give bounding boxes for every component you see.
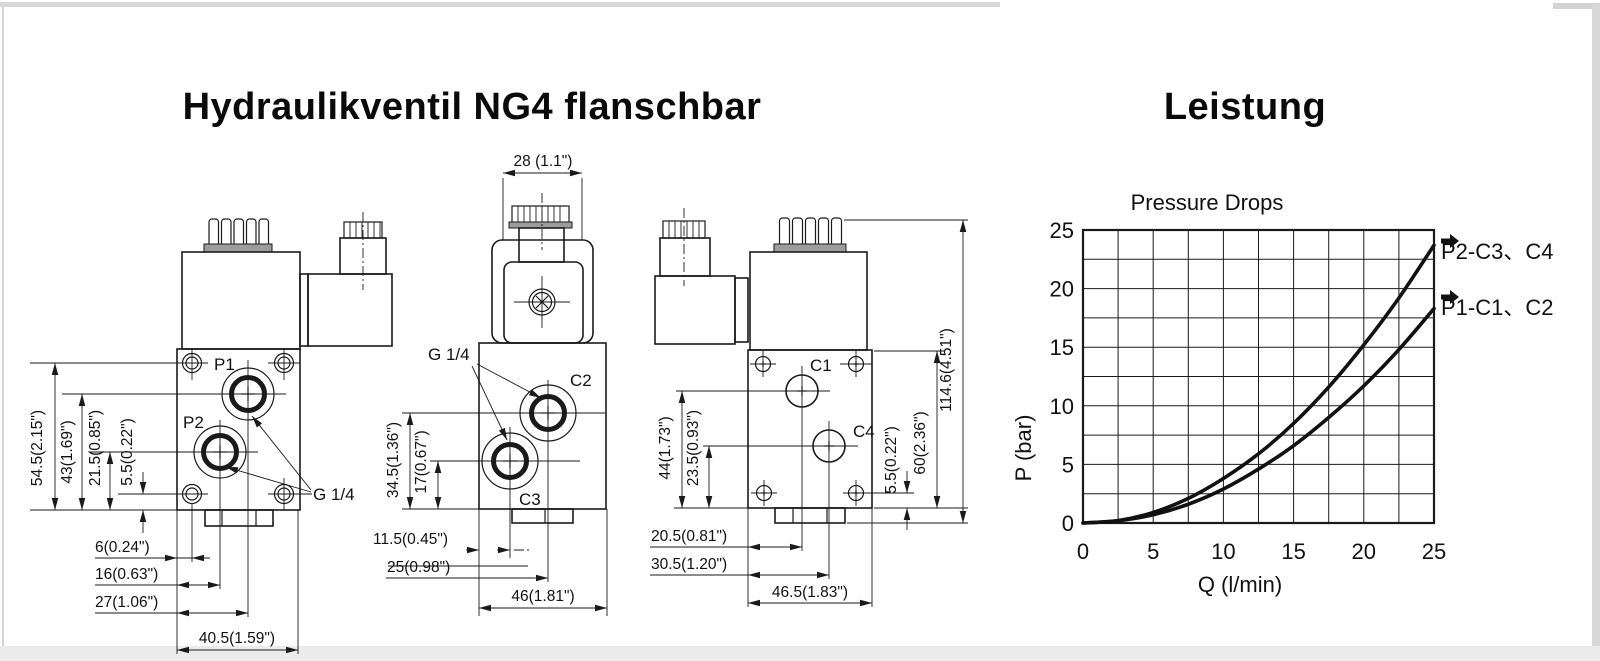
front-view: P1 P2 G 1/4 — [29, 212, 393, 654]
legend-arrow-icon — [1441, 290, 1459, 304]
dim-back-x-c1: 20.5(0.81") — [651, 528, 727, 545]
dim-back-height-c1: 44(1.73") — [657, 416, 674, 479]
front-bottom-fitting — [204, 509, 274, 527]
page-edge-bottom — [0, 646, 1600, 661]
dim-side-height-c3: 17(0.67") — [413, 430, 430, 493]
dim-side-x-c3: 11.5(0.45") — [373, 531, 448, 548]
side-port-c3 — [430, 427, 580, 558]
dim-side-connector-width: 28 (1.1") — [514, 153, 573, 170]
side-left-dimensions — [402, 413, 479, 510]
back-solenoid-nut-icon — [773, 217, 847, 253]
side-solenoid — [491, 193, 594, 344]
y-tick-label: 15 — [1050, 335, 1074, 360]
legend-label-p1: P1-C1、C2 — [1441, 295, 1554, 320]
dim-front-x-total: 40.5(1.59") — [199, 630, 275, 647]
back-port-c4 — [703, 421, 858, 579]
y-tick-label: 20 — [1050, 277, 1074, 302]
thread-label-front: G 1/4 — [313, 485, 355, 504]
thread-label-side: G 1/4 — [428, 345, 470, 364]
front-bottom-dimensions — [95, 504, 299, 654]
port-label-p2: P2 — [183, 413, 204, 432]
dim-front-x-screw: 6(0.24") — [95, 539, 150, 556]
y-tick-label: 25 — [1050, 218, 1074, 243]
page-edge-top-right — [1553, 3, 1600, 9]
port-label-c4: C4 — [853, 422, 875, 441]
dim-back-height-screw: 5.5(0.22") — [883, 426, 900, 494]
back-bottom-fitting — [774, 507, 846, 524]
side-top-dimension — [502, 169, 583, 240]
legend-label-p2: P2-C3、C4 — [1441, 239, 1554, 264]
front-connector — [299, 212, 393, 347]
legend-item-p2: P2-C3、C4 — [1441, 234, 1553, 266]
front-left-dimensions — [30, 362, 208, 533]
side-bottom-dimensions — [386, 509, 608, 616]
page-title: Hydraulikventil NG4 flanschbar — [182, 86, 762, 128]
page-edge-right — [1592, 3, 1600, 661]
dim-front-height-p1: 43(1.69") — [59, 420, 76, 483]
port-label-c2: C2 — [570, 371, 592, 390]
back-right-dimensions — [844, 219, 968, 530]
back-left-dimensions — [674, 391, 748, 509]
chart-title: Pressure Drops — [1131, 190, 1284, 215]
back-port-c1 — [676, 366, 830, 551]
port-label-c3: C3 — [519, 490, 541, 509]
y-tick-label: 5 — [1062, 452, 1074, 477]
dim-side-x-c2: 25(0.98") — [387, 559, 450, 576]
x-tick-label: 20 — [1352, 539, 1376, 564]
front-coil — [181, 251, 301, 350]
front-port-p1 — [62, 360, 286, 617]
plot-border — [1081, 228, 1436, 525]
legend-arrow-icon — [1441, 234, 1459, 248]
dim-back-height-body: 60(2.36") — [912, 411, 929, 474]
side-view: 28 (1.1") — [373, 153, 608, 616]
y-tick-label: 0 — [1062, 511, 1074, 536]
back-mounting-holes — [750, 351, 914, 506]
dim-back-height-total: 114.6(4.51") — [938, 328, 955, 412]
front-solenoid-nut-icon — [203, 218, 273, 253]
back-connector — [654, 208, 749, 345]
x-axis-label: Q (l/min) — [1198, 572, 1282, 597]
x-tick-label: 25 — [1422, 539, 1446, 564]
side-port-c2 — [402, 380, 606, 582]
x-tick-label: 0 — [1077, 539, 1089, 564]
y-tick-label: 10 — [1050, 394, 1074, 419]
back-view: C1 C4 44(1.73") 23.5(0.93") — [650, 208, 968, 607]
dim-front-height-total: 54.5(2.15") — [29, 410, 46, 486]
pressure-drop-chart: 0 5 10 15 20 25 0 5 10 15 20 25 Pressure Drops P (bar… — [1011, 190, 1446, 597]
valve-technical-drawing: P1 P2 G 1/4 — [29, 153, 968, 654]
y-axis-label: P (bar) — [1011, 415, 1036, 482]
x-tick-label: 10 — [1211, 539, 1235, 564]
front-thread-leaders — [225, 415, 312, 495]
dim-back-x-c4: 30.5(1.20") — [651, 556, 727, 573]
side-bottom-fitting — [511, 508, 574, 524]
dim-side-width-body: 46(1.81") — [511, 588, 574, 605]
dim-side-height-c2: 34.5(1.36") — [385, 422, 402, 498]
dim-front-height-screw: 5.5(0.22") — [119, 418, 136, 486]
page-edge-left — [2, 7, 4, 646]
dim-front-height-p2: 21.5(0.85") — [87, 410, 104, 486]
x-tick-label: 5 — [1147, 539, 1159, 564]
chart-section-title: Leistung — [1163, 86, 1327, 128]
dim-back-width-body: 46.5(1.83") — [772, 584, 848, 601]
page-edge-top — [0, 2, 1000, 7]
x-tick-label: 15 — [1281, 539, 1305, 564]
dim-front-x-p1: 27(1.06") — [95, 594, 158, 611]
curve-p1 — [1081, 306, 1436, 525]
side-thread-leaders — [471, 363, 542, 441]
port-label-p1: P1 — [214, 355, 235, 374]
back-bottom-dimensions — [650, 508, 873, 607]
dim-front-x-p2: 16(0.63") — [95, 566, 158, 583]
legend-item-p1: P1-C1、C2 — [1441, 290, 1553, 322]
dim-back-height-c4: 23.5(0.93") — [685, 410, 702, 486]
front-port-p2 — [90, 420, 258, 589]
back-coil — [749, 251, 868, 351]
port-label-c1: C1 — [810, 356, 832, 375]
